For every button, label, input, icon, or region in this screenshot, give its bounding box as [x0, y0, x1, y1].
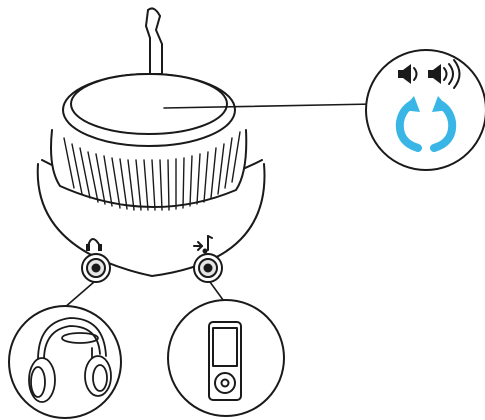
volume-high-icon	[428, 59, 461, 89]
headphones-port[interactable]	[81, 253, 111, 283]
line-in-port[interactable]	[193, 253, 223, 283]
knob-ridges	[63, 131, 241, 211]
headphones-callout-line	[63, 281, 95, 309]
rotate-clockwise-arrow	[430, 96, 457, 152]
volume-callout-line	[163, 103, 375, 109]
headphones-icon	[86, 238, 102, 251]
over-ear-headphones-icon	[28, 317, 112, 403]
media-player-callout	[167, 299, 285, 417]
volume-callout	[365, 49, 485, 171]
headphones-callout	[8, 305, 122, 419]
music-note-input-icon	[193, 235, 213, 254]
portable-media-player-icon	[208, 321, 242, 401]
rotate-counterclockwise-arrow	[395, 96, 422, 152]
volume-low-icon	[398, 64, 418, 84]
cable	[145, 7, 163, 75]
